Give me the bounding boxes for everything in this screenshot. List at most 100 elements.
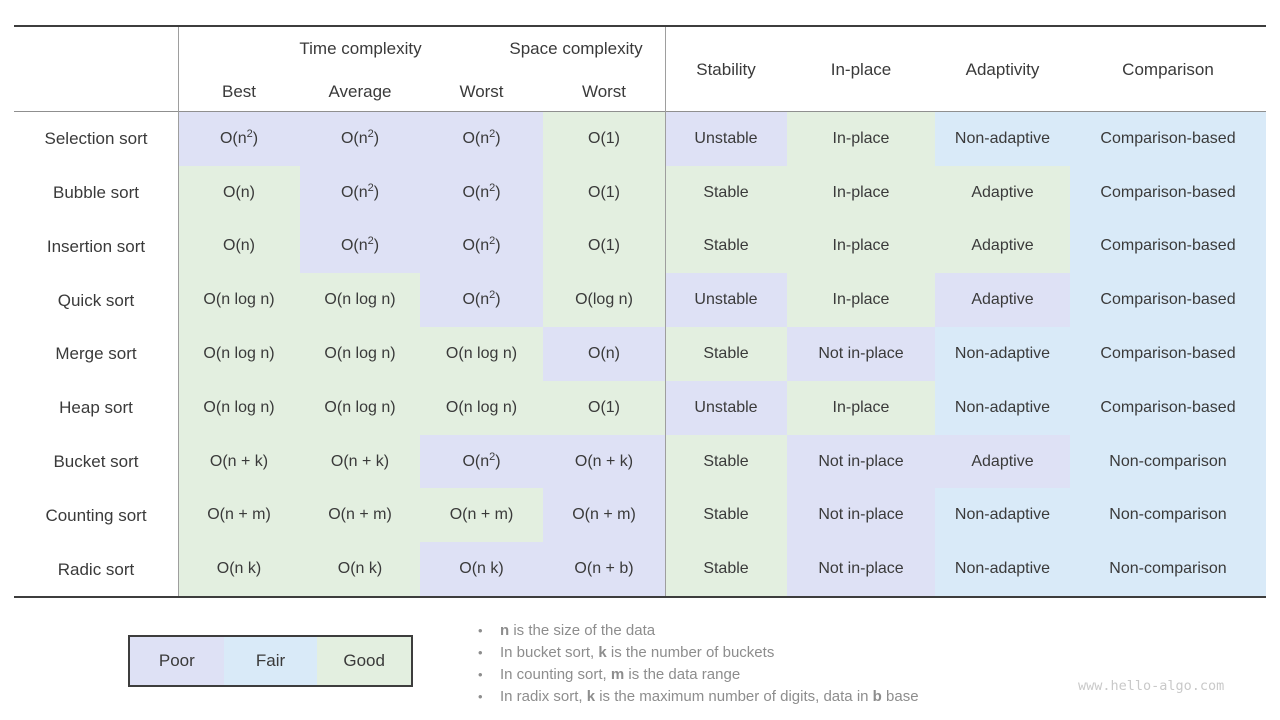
row-label: Bubble sort — [53, 183, 139, 203]
table-cell: O(n log n) — [178, 327, 300, 381]
table-cell: Comparison-based — [1070, 380, 1266, 435]
footnote-text: In bucket sort, k is the number of bucke… — [500, 643, 775, 661]
row-label: Selection sort — [44, 129, 148, 149]
bullet-icon: • — [478, 666, 483, 682]
row-label: Heap sort — [59, 398, 133, 418]
table-cell: Stable — [665, 542, 787, 596]
footnote-text: In radix sort, k is the maximum number o… — [500, 687, 919, 705]
table-cell: Not in-place — [787, 488, 935, 543]
table-cell: In-place — [787, 165, 935, 220]
table-cell: O(n log n) — [420, 327, 543, 381]
row-label: Merge sort — [55, 344, 137, 364]
table-cell: O(n k) — [420, 542, 543, 596]
table-cell: Unstable — [665, 380, 787, 435]
table-cell: Unstable — [665, 273, 787, 328]
table-cell: Stable — [665, 327, 787, 381]
table-cell: In-place — [787, 380, 935, 435]
table-cell: Not in-place — [787, 542, 935, 596]
table-cell: O(n log n) — [178, 273, 300, 328]
table-cell: O(n k) — [178, 542, 300, 596]
table-cell: Non-adaptive — [935, 488, 1070, 543]
table-cell: O(n log n) — [178, 380, 300, 435]
bullet-icon: • — [478, 644, 483, 660]
table-cell: In-place — [787, 273, 935, 328]
table-cell: O(n log n) — [300, 273, 420, 328]
header-best: Best — [221, 81, 257, 101]
table-cell: O(n + b) — [543, 542, 665, 596]
table-cell: Comparison-based — [1070, 273, 1266, 328]
row-label: Bucket sort — [53, 452, 139, 472]
header-worst-space: Worst — [581, 81, 627, 101]
table-cell: Adaptive — [935, 219, 1070, 274]
header-worst-time: Worst — [459, 81, 504, 101]
legend-item-good: Good — [317, 637, 412, 685]
table-cell: O(n + m) — [543, 488, 665, 543]
bullet-icon: • — [478, 622, 483, 638]
footnote-text: In counting sort, m is the data range — [500, 665, 741, 683]
table-cell: Not in-place — [787, 434, 935, 489]
table-cell: O(n + k) — [300, 434, 420, 489]
table-cell: Adaptive — [935, 434, 1070, 489]
table-cell: O(n + k) — [543, 434, 665, 489]
header-separator-line — [14, 111, 1266, 112]
table-cell: Non-adaptive — [935, 112, 1070, 166]
legend-item-poor: Poor — [130, 637, 224, 685]
table-cell: O(1) — [543, 380, 665, 435]
table-cell: Unstable — [665, 112, 787, 166]
header-stability: Stability — [696, 60, 756, 79]
table-cell: O(n + k) — [178, 434, 300, 489]
footnote-item: • In radix sort, k is the maximum number … — [478, 685, 919, 707]
table-cell: O(n log n) — [300, 380, 420, 435]
table-cell: O(n) — [178, 219, 300, 274]
table-cell: Comparison-based — [1070, 112, 1266, 166]
legend-item-fair: Fair — [223, 637, 318, 685]
table-cell: O(n) — [543, 327, 665, 381]
table-cell: Stable — [665, 488, 787, 543]
rating-legend: Poor Fair Good — [128, 635, 413, 687]
table-cell: O(1) — [543, 165, 665, 220]
table-cell: O(1) — [543, 112, 665, 166]
table-cell: Non-comparison — [1070, 434, 1266, 489]
table-cell: O(n log n) — [420, 380, 543, 435]
table-cell: Stable — [665, 219, 787, 274]
watermark: www.hello-algo.com — [1078, 678, 1225, 694]
footnote-item: • In bucket sort, k is the number of buck… — [478, 641, 919, 663]
table-cell: Non-adaptive — [935, 327, 1070, 381]
table-cell: In-place — [787, 219, 935, 274]
header-time-complexity: Time complexity — [299, 39, 422, 58]
table-cell: Non-adaptive — [935, 542, 1070, 596]
table-cell: Stable — [665, 434, 787, 489]
table-cell: Comparison-based — [1070, 219, 1266, 274]
label-column-divider — [178, 27, 179, 596]
comparison-table: Time complexity Space complexity Best Av… — [14, 25, 1266, 598]
table-cell: O(1) — [543, 219, 665, 274]
header-average: Average — [328, 81, 392, 101]
table-cell: O(n + m) — [420, 488, 543, 543]
row-label: Radic sort — [57, 559, 135, 579]
table-cell: O(n k) — [300, 542, 420, 596]
footnote-item: • n is the size of the data — [478, 619, 919, 641]
footnote-item: • In counting sort, m is the data range — [478, 663, 919, 685]
bullet-icon: • — [478, 688, 483, 704]
footnotes-list: • n is the size of the data • In bucket sor… — [478, 619, 919, 707]
row-label: Counting sort — [45, 505, 147, 525]
table-cell: O(n) — [178, 165, 300, 220]
header-in-place: In-place — [830, 60, 892, 79]
table-cell: Comparison-based — [1070, 327, 1266, 381]
table-cell: O(n + m) — [300, 488, 420, 543]
space-stability-divider — [665, 27, 666, 596]
row-label: Insertion sort — [46, 236, 146, 256]
header-comparison: Comparison — [1122, 60, 1214, 79]
comparison-table-grid: Time complexity Space complexity Best Av… — [14, 27, 1266, 596]
table-cell: Comparison-based — [1070, 165, 1266, 220]
table-cell: Stable — [665, 165, 787, 220]
footnote-text: n is the size of the data — [500, 621, 656, 639]
